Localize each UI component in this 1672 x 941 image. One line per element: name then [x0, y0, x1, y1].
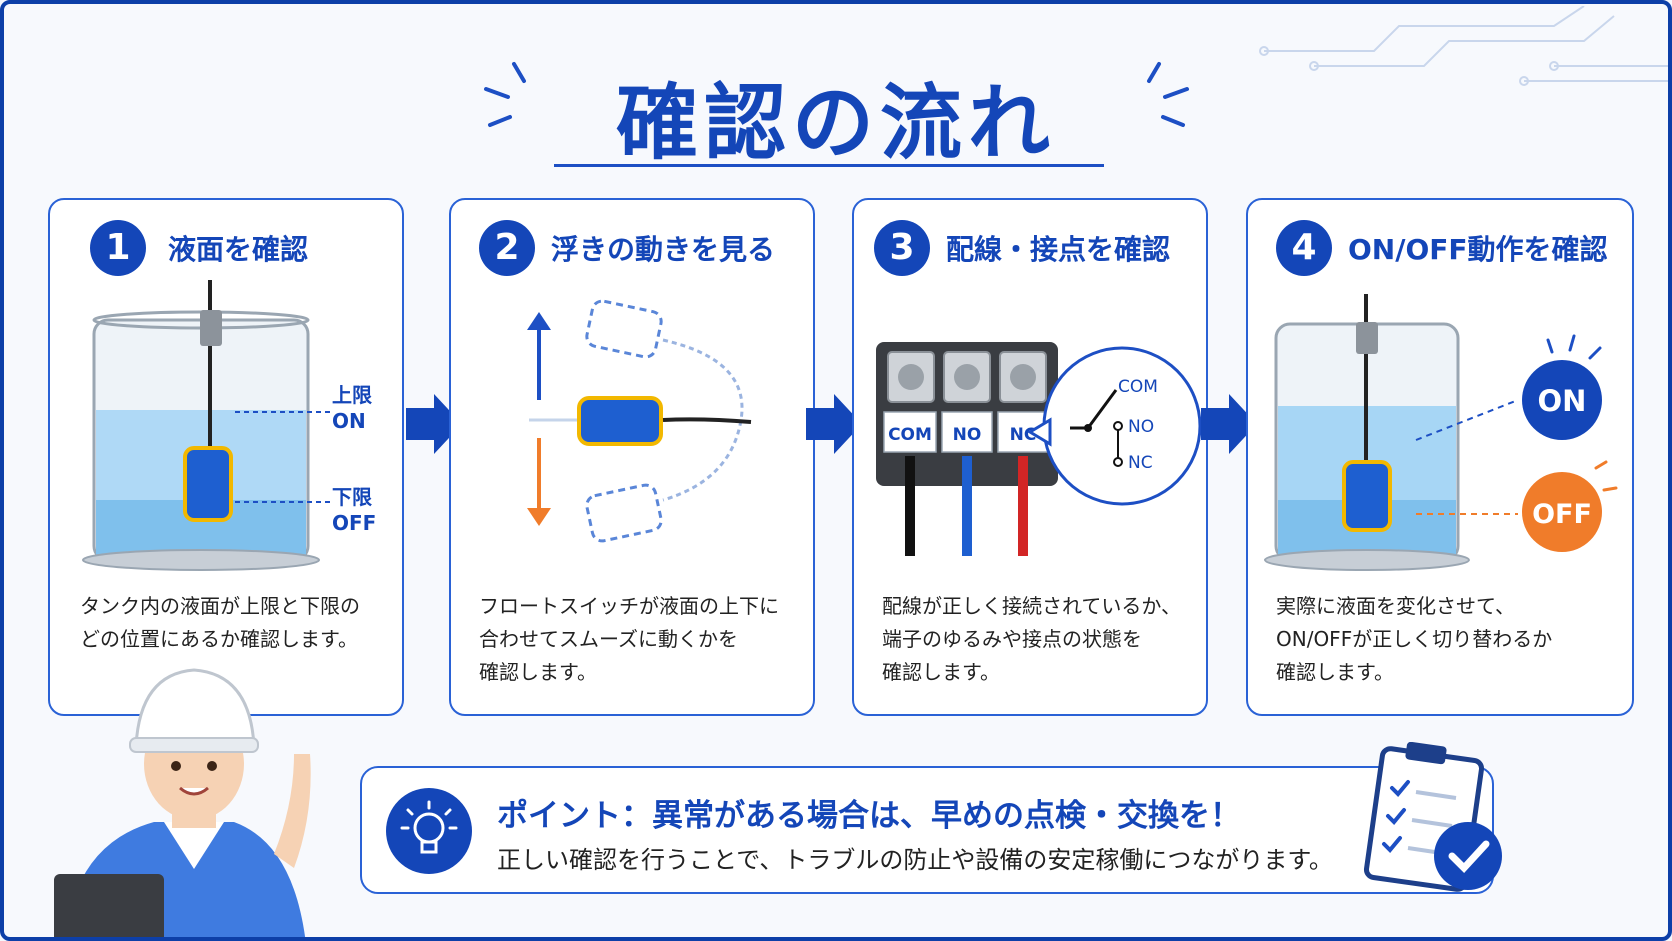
step-title: 液面を確認: [168, 233, 309, 266]
step-card-2: 2 浮きの動きを見る フロートスイッチが液面の上下に 合わせてスムーズに動くかを…: [449, 198, 815, 716]
step-card-1: 1 液面を確認 上限 ON 下限 OFF タンク内の液面が上限と下限の どの位置…: [48, 198, 404, 716]
title-burst-right-icon: [1147, 62, 1189, 127]
tip-box: ポイント：異常がある場合は、早めの点検・交換を！ 正しい確認を行うことで、トラブ…: [360, 766, 1494, 894]
off-badge: OFF: [1532, 499, 1592, 530]
tip-heading: ポイント：異常がある場合は、早めの点検・交換を！: [497, 798, 1241, 834]
step-number: 2: [479, 220, 535, 276]
desc-line: フロートスイッチが液面の上下に: [479, 594, 779, 618]
arrow-right-icon: [406, 394, 462, 454]
desc-line: 確認します。: [479, 660, 597, 684]
terminal-nc-label: NC: [1010, 425, 1037, 445]
desc-line: タンク内の液面が上限と下限の: [80, 594, 360, 618]
desc-line: 端子のゆるみや接点の状態を: [882, 627, 1142, 651]
on-badge: ON: [1538, 384, 1587, 418]
lower-off-label: OFF: [332, 511, 376, 535]
clipboard-icon: [1363, 742, 1502, 892]
step-description: 配線が正しく接続されているか、 端子のゆるみや接点の状態を 確認します。: [882, 590, 1212, 689]
page-title: 確認の流れ: [615, 76, 1056, 171]
step-description: 実際に液面を変化させて、 ON/OFFが正しく切り替わるか 確認します。: [1276, 590, 1606, 689]
tank-level-illustration: 上限 ON 下限 OFF: [82, 280, 376, 571]
desc-line: どの位置にあるか確認します。: [80, 627, 358, 651]
desc-line: 配線が正しく接続されているか、: [882, 594, 1181, 618]
step-number: 3: [874, 220, 930, 276]
step-title: 配線・接点を確認: [946, 233, 1171, 266]
contact-nc-label: NC: [1128, 453, 1153, 473]
arrow-right-icon: [806, 394, 862, 454]
terminal-block-illustration: COM NO NC COM NO NC: [876, 342, 1202, 556]
step-number: 1: [90, 220, 146, 276]
step-card-3: 3 配線・接点を確認 COM NO NC COM: [852, 198, 1208, 716]
upper-on-label: ON: [332, 409, 366, 433]
float-movement-illustration: [527, 299, 752, 543]
step-number: 4: [1276, 220, 1332, 276]
upper-limit-label: 上限: [332, 383, 372, 407]
contact-no-label: NO: [1128, 417, 1154, 437]
contact-com-label: COM: [1118, 377, 1158, 397]
desc-line: 合わせてスムーズに動くかを: [479, 627, 738, 651]
terminal-com-label: COM: [888, 425, 932, 445]
terminal-no-label: NO: [953, 425, 982, 445]
circuit-decoration: [1259, 6, 1668, 86]
arrow-right-icon: [1201, 394, 1257, 454]
step-title: ON/OFF動作を確認: [1348, 233, 1608, 266]
checkmark-icon: [1434, 822, 1502, 890]
title-burst-left-icon: [484, 62, 526, 127]
on-off-illustration: ON OFF: [1264, 294, 1618, 571]
desc-line: ON/OFFが正しく切り替わるか: [1276, 627, 1553, 651]
desc-line: 実際に液面を変化させて、: [1276, 594, 1515, 618]
title-underline: [554, 164, 1104, 167]
lightbulb-icon: [386, 788, 472, 874]
desc-line: 確認します。: [882, 660, 1000, 684]
tip-body: 正しい確認を行うことで、トラブルの防止や設備の安定稼働につながります。: [497, 846, 1333, 874]
worker-illustration: [54, 668, 311, 937]
step-description: タンク内の液面が上限と下限の どの位置にあるか確認します。: [80, 590, 410, 656]
lower-limit-label: 下限: [332, 485, 372, 509]
step-card-4: 4 ON/OFF動作を確認 ON OFF 実際に液面を変化させて、: [1246, 198, 1634, 716]
step-title: 浮きの動きを見る: [551, 233, 776, 266]
desc-line: 確認します。: [1276, 660, 1394, 684]
step-description: フロートスイッチが液面の上下に 合わせてスムーズに動くかを 確認します。: [479, 590, 809, 689]
